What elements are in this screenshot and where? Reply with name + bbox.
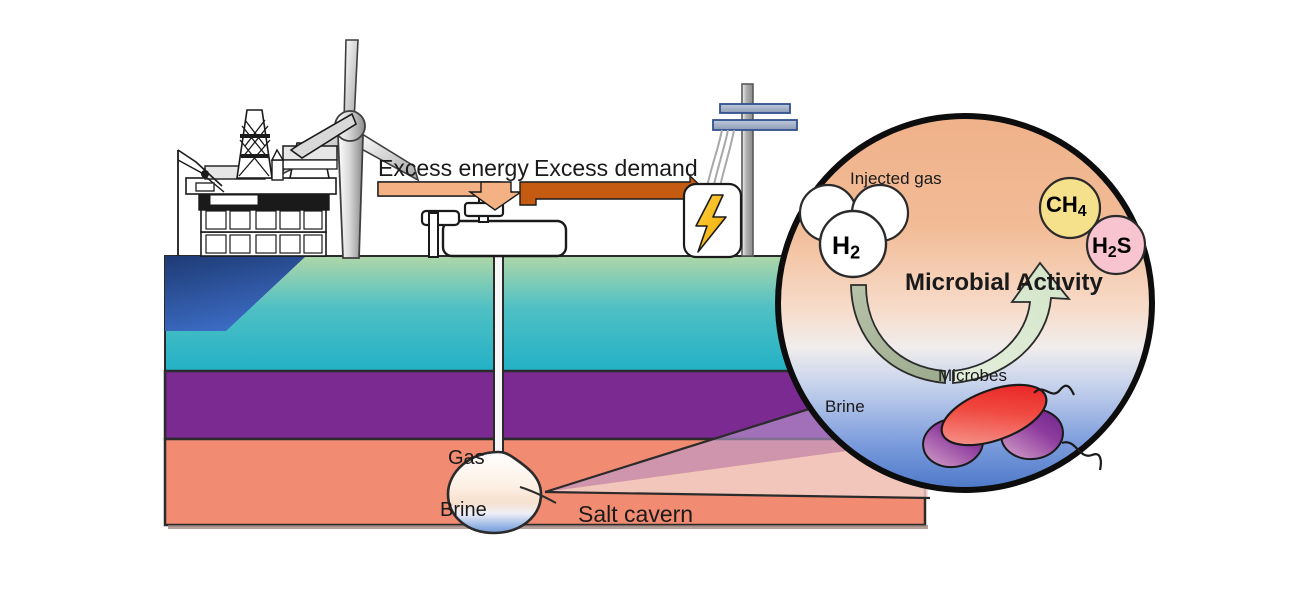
microbe-cluster — [922, 383, 1102, 471]
label-inset-brine: Brine — [825, 397, 865, 416]
rod-microbe — [940, 383, 1048, 447]
label-h2-bubble: H2 — [832, 232, 860, 264]
label-cavern-brine: Brine — [440, 499, 487, 521]
label-cavern-gas: Gas — [448, 447, 485, 469]
lightning-bolt-icon — [695, 194, 727, 253]
ch4-subscript: 4 — [1077, 202, 1087, 220]
layer-salt-shadow — [168, 525, 928, 529]
magnified-inset — [775, 113, 1155, 493]
label-salt-cavern: Salt cavern — [578, 501, 694, 527]
excess-energy-arrow — [377, 181, 524, 211]
ch4-bubble — [1038, 176, 1102, 240]
h2s-bubble — [1085, 214, 1147, 276]
label-ch4-bubble: CH4 — [1046, 192, 1087, 221]
wellhead-station — [420, 195, 568, 258]
offshore-oil-platform — [177, 109, 357, 257]
product-generation-arrow — [952, 261, 1071, 384]
salt-cavern-shape — [446, 450, 557, 535]
h2s-element-pre: H — [1092, 233, 1108, 258]
label-microbial-activity: Microbial Activity — [905, 269, 1103, 296]
injection-well — [493, 249, 504, 466]
h2s-element-post: S — [1116, 233, 1132, 258]
label-excess-demand: Excess demand — [534, 155, 698, 181]
ch4-element: CH — [1046, 192, 1078, 217]
electricity-demand-box — [682, 182, 743, 259]
h2s-subscript: 2 — [1107, 243, 1117, 261]
label-excess-energy: Excess energy — [378, 155, 529, 181]
label-injected-gas: Injected gas — [850, 169, 942, 188]
label-h2s-bubble: H2S — [1092, 233, 1131, 262]
flagellum-lower — [1061, 441, 1102, 471]
h2-element: H — [832, 232, 851, 260]
label-microbes: Microbes — [938, 366, 1007, 385]
flagellum-upper — [1033, 384, 1076, 396]
h2-subscript: 2 — [850, 242, 861, 263]
injected-gas-bubbles — [798, 183, 910, 279]
h2-consumption-arrow — [850, 284, 946, 384]
layer-sea-water-block — [165, 256, 306, 331]
